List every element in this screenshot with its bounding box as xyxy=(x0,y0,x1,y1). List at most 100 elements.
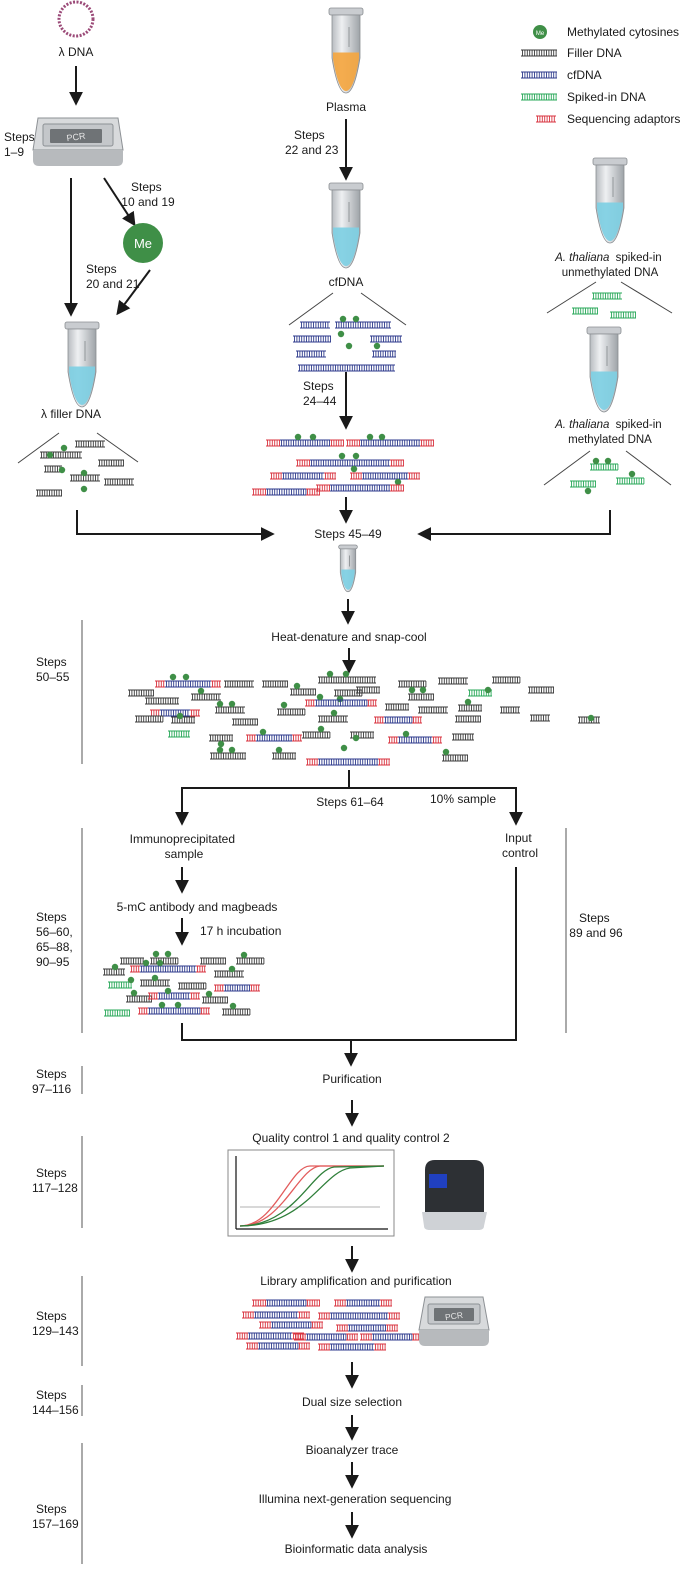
qc-label: Quality control 1 and quality control 2 xyxy=(252,1131,450,1145)
methyl-mark xyxy=(350,465,358,473)
legend-adaptors: Sequencing adaptors xyxy=(567,112,680,126)
dna-fragment xyxy=(590,463,619,471)
dna-fragment xyxy=(438,677,468,685)
fan-center-b xyxy=(360,292,407,326)
dna-fragment xyxy=(528,686,554,694)
steps-1-9-label: Steps 1–9 xyxy=(4,130,38,159)
methyl-mark xyxy=(280,701,288,709)
cfdna-label: cfDNA xyxy=(329,275,364,289)
dna-fragment xyxy=(252,488,320,496)
amplified-library-cluster xyxy=(236,1299,424,1351)
input-control-label: Input control xyxy=(502,831,538,860)
methyl-mark xyxy=(217,740,225,748)
dna-fragment xyxy=(145,697,179,705)
dna-fragment xyxy=(318,676,376,684)
dna-fragment xyxy=(214,984,260,992)
pcr-label: PCR xyxy=(66,131,87,144)
steps-129-143-label: Steps 129–143 xyxy=(32,1309,79,1338)
steps-56-95-label: Steps 56–60, 65–88, 90–95 xyxy=(36,910,76,969)
lib-amp-label: Library amplification and purification xyxy=(260,1274,451,1288)
methyl-legend-badge: Me xyxy=(536,31,545,37)
dna-fragment xyxy=(298,364,395,372)
steps-45-49-label: Steps 45–49 xyxy=(314,527,382,541)
dna-fragment xyxy=(178,982,207,990)
purification-label: Purification xyxy=(322,1072,381,1086)
athaliana-branch: A. thaliana spiked-in unmethylated DNA A… xyxy=(543,157,673,495)
dna-fragment xyxy=(500,706,520,714)
dna-fragment xyxy=(452,733,474,741)
dna-fragment xyxy=(246,734,302,742)
dna-fragment xyxy=(272,752,296,760)
methyl-mark xyxy=(228,965,236,973)
dna-fragment xyxy=(70,474,100,482)
fan-right-d xyxy=(625,450,672,486)
dna-fragment xyxy=(442,754,468,762)
methyl-mark xyxy=(352,452,360,460)
incubation-label: 17 h incubation xyxy=(200,924,281,938)
dna-fragment xyxy=(370,335,402,343)
legend: Me Methylated cytosines Filler DNA cfDNA… xyxy=(521,25,680,126)
legend-spiked: Spiked-in DNA xyxy=(567,90,646,104)
dna-fragment xyxy=(209,734,233,742)
dna-fragment xyxy=(300,321,330,329)
methyl-mark xyxy=(174,1001,182,1009)
at-unmeth-label: A. thaliana spiked-in unmethylated DNA xyxy=(554,252,665,279)
amplified-fragment xyxy=(318,1312,400,1320)
dna-fragment xyxy=(36,489,62,497)
methyl-mark xyxy=(127,976,135,984)
dna-fragment xyxy=(103,968,125,976)
lambda-dna-label: λ DNA xyxy=(59,45,94,59)
methyl-mark xyxy=(164,987,172,995)
methyl-mark xyxy=(338,452,346,460)
dna-fragment xyxy=(44,465,62,473)
dna-fragment xyxy=(126,995,152,1003)
methyl-mark xyxy=(378,433,386,441)
steps-61-64-label: Steps 61–64 xyxy=(316,795,384,809)
methyl-mark xyxy=(342,670,350,678)
methyl-mark xyxy=(326,670,334,678)
methyl-mark xyxy=(316,693,324,701)
antibody-label: 5-mC antibody and magbeads xyxy=(117,900,278,914)
lambda-dna-icon xyxy=(57,0,95,38)
methyl-mark xyxy=(442,748,450,756)
dna-fragment xyxy=(120,957,144,965)
dna-fragment xyxy=(215,706,245,714)
dna-fragment xyxy=(104,1009,130,1017)
dna-fragment xyxy=(138,1007,210,1015)
dna-fragment xyxy=(385,703,409,711)
methyl-mark xyxy=(592,457,600,465)
methyl-mark xyxy=(337,330,345,338)
amplified-fragment xyxy=(334,1299,392,1307)
cfdna-legend-icon-strand xyxy=(521,71,557,79)
methyl-mark xyxy=(294,433,302,441)
methyl-mark xyxy=(228,746,236,754)
dna-fragment xyxy=(296,459,404,467)
methyl-mark xyxy=(60,444,68,452)
steps-20-21-label: Steps 20 and 21 xyxy=(86,262,140,291)
steps-97-116-label: Steps 97–116 xyxy=(32,1067,71,1096)
split-line-right xyxy=(349,787,523,826)
dna-fragment xyxy=(610,311,636,319)
dual-size-label: Dual size selection xyxy=(302,1395,402,1409)
dna-fragment xyxy=(266,439,344,447)
dna-fragment xyxy=(214,970,244,978)
dna-fragment xyxy=(224,680,254,688)
dna-fragment xyxy=(302,731,331,739)
methyl-mark xyxy=(229,1002,237,1010)
dna-fragment xyxy=(128,689,154,697)
amplified-fragment xyxy=(360,1333,424,1341)
steps-117-128-label: Steps 117–128 xyxy=(32,1166,78,1195)
dna-fragment xyxy=(318,715,348,723)
unmeth-tube-icon xyxy=(592,157,628,244)
amplified-fragment xyxy=(336,1324,398,1332)
arrow-left-merge xyxy=(76,510,275,541)
methyl-group-icon xyxy=(123,223,163,263)
fan-center-a xyxy=(288,292,334,326)
methyl-mark xyxy=(339,315,347,323)
steps-144-156-label: Steps 144–156 xyxy=(32,1388,79,1417)
amplified-fragment xyxy=(294,1333,358,1341)
dna-fragment xyxy=(398,680,427,688)
methyl-mark xyxy=(182,673,190,681)
methyl-mark xyxy=(156,959,164,967)
dna-fragment xyxy=(570,480,596,488)
